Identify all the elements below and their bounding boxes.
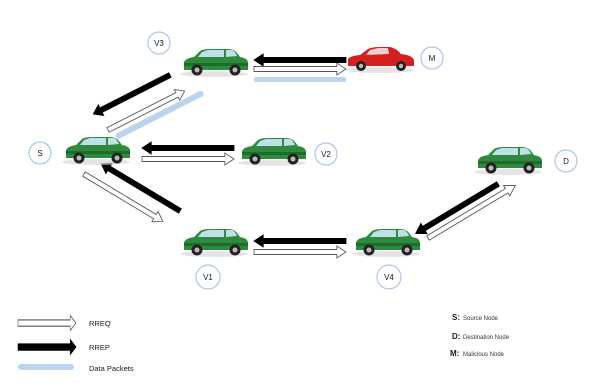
node-s: S [28,141,52,165]
key-m-desc: Malicious Node [463,352,505,358]
rreq-arrow-v1-v4 [253,245,347,259]
car-d [474,147,542,175]
legend-rrep-label: RREP [89,343,110,352]
svg-text:M: M [429,54,436,63]
legend: RREQ RREP Data Packets [17,314,134,373]
key-d-label: D: [452,332,460,341]
svg-text:V3: V3 [154,39,164,48]
legend-data-packet-swatch [18,364,74,370]
key-s-desc: Source Node [463,316,499,322]
rreq-arrow-v4-d [424,179,519,244]
car-s [62,137,130,165]
node-m: M [420,46,444,70]
key-d-desc: Destination Node [463,335,510,341]
node-v3: V3 [147,31,171,55]
legend-data-label: Data Packets [89,364,134,373]
legend-rreq-label: RREQ [89,319,111,328]
legend-rreq-arrow [17,314,77,332]
rrep-arrow-m-v3 [253,53,347,67]
legend-rrep-arrow [17,338,77,356]
car-m-malicious [346,47,414,73]
car-v4 [352,229,420,257]
rrep-arrow-d-v4 [412,178,502,240]
key-s-label: S: [452,313,460,322]
node-d: D [554,149,578,173]
data-packet-bar-v3-m [254,77,346,82]
rreq-arrow-s-v2 [141,152,235,166]
rreq-arrow-s-v3 [104,85,188,136]
svg-text:V2: V2 [321,150,331,159]
node-v1: V1 [195,264,221,290]
rreq-arrow-v3-m [253,62,347,76]
data-packet-bar-s-v3 [115,90,204,139]
node-v2: V2 [314,142,338,166]
car-v3 [180,49,248,77]
car-v2 [238,138,306,166]
rrep-arrow-v4-v1 [253,234,347,248]
svg-text:V4: V4 [384,273,394,282]
node-key: S: Source Node D: Destination Node M: Ma… [450,313,510,358]
car-v1 [180,229,248,257]
svg-text:D: D [563,157,569,166]
svg-text:S: S [37,149,42,158]
rrep-arrow-v2-s [141,141,235,155]
key-m-label: M: [450,349,459,358]
svg-text:V1: V1 [203,273,213,282]
node-v4: V4 [376,264,402,290]
